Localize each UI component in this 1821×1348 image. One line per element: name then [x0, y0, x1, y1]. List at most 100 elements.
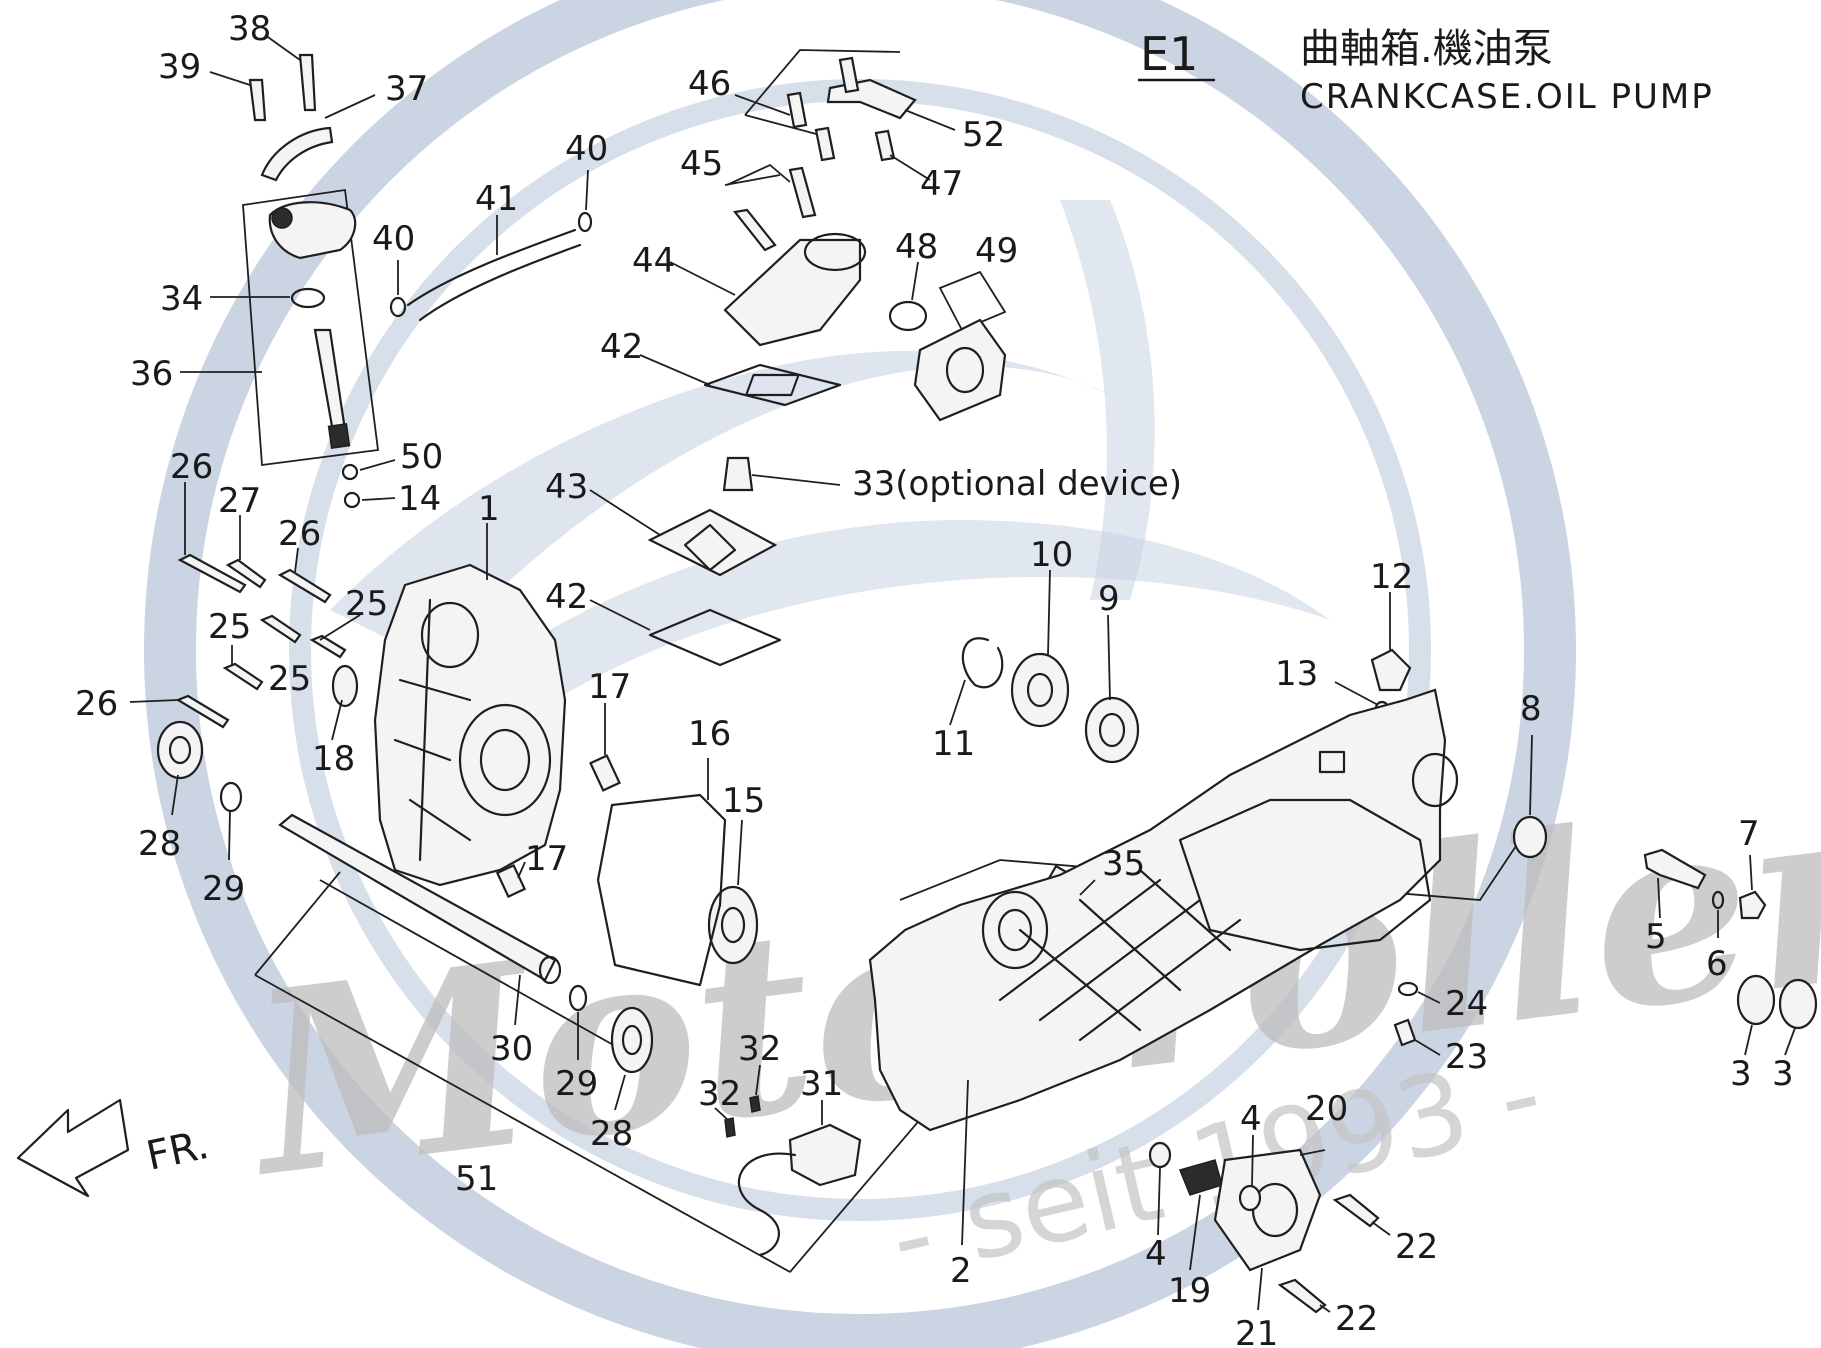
callout-14: 14 — [398, 479, 441, 519]
leader-38 — [264, 34, 301, 61]
part-33-optional-device — [722, 456, 754, 492]
leader-47 — [889, 154, 931, 181]
part-46-bolt-b — [786, 91, 808, 129]
leader-7 — [1749, 854, 1753, 891]
part-42-gasket-lower — [648, 608, 782, 667]
leader-39 — [209, 71, 251, 86]
part-37-clamp — [260, 126, 334, 182]
callout-3-a: 3 — [1730, 1054, 1752, 1094]
leader-24 — [1417, 991, 1441, 1004]
callout-43: 43 — [545, 467, 588, 507]
leader-33 — [751, 474, 841, 486]
callout-21: 21 — [1235, 1314, 1278, 1348]
callout-labels: 38 39 37 46 52 47 45 40 41 40 34 36 44 4… — [75, 9, 1794, 1348]
callout-26-top-b: 26 — [278, 514, 321, 554]
part-43-reed-petals — [683, 523, 737, 572]
part-6-washer — [1711, 890, 1725, 910]
callout-10: 10 — [1030, 535, 1073, 575]
callout-22-upper: 22 — [1395, 1227, 1438, 1267]
callout-24: 24 — [1445, 984, 1488, 1024]
part-31-starter-motor — [788, 1123, 862, 1187]
leader-43 — [589, 489, 661, 536]
leader-25-a — [319, 614, 361, 641]
oil-pump-assembly — [248, 53, 593, 509]
callout-20: 20 — [1305, 1089, 1348, 1129]
part-8-bush — [1512, 815, 1548, 859]
watermark-outer-ring — [144, 0, 1576, 1348]
callout-5: 5 — [1645, 917, 1667, 957]
part-32-screw-b — [724, 1117, 736, 1138]
part-50-washer — [341, 463, 359, 481]
callout-2: 2 — [950, 1251, 972, 1291]
callout-40-right: 40 — [565, 129, 608, 169]
callout-50: 50 — [400, 437, 443, 477]
part-38-bolt — [298, 53, 317, 112]
part-1-main-bore — [458, 703, 552, 817]
part-25-bolt-b — [309, 634, 347, 659]
leader-8 — [1529, 734, 1533, 816]
callout-29-left: 29 — [202, 869, 245, 909]
part-28-oil-seal-right — [610, 1006, 654, 1074]
leader-32-left — [714, 1107, 729, 1121]
callout-25-c: 25 — [268, 659, 311, 699]
leader-26-left — [129, 699, 179, 703]
part-24-washer — [1397, 981, 1419, 997]
part-2-gasket-outline — [1178, 798, 1432, 952]
part-49-insulator — [913, 318, 1007, 422]
leader-18 — [331, 699, 343, 741]
bearings-and-seals — [156, 300, 1818, 1074]
part-44-intake-manifold — [723, 238, 862, 347]
callout-37: 37 — [385, 69, 428, 109]
leader-37 — [324, 94, 376, 119]
callout-49: 49 — [975, 231, 1018, 271]
leader-13 — [1334, 681, 1379, 706]
leader-11 — [949, 679, 966, 726]
leader-45 — [724, 174, 781, 186]
part-10-bearing-inner — [1026, 672, 1054, 708]
leader-44 — [669, 261, 736, 296]
callout-7: 7 — [1738, 814, 1760, 854]
part-20-cover — [1213, 1148, 1322, 1272]
callout-31: 31 — [800, 1064, 843, 1104]
part-29-oring-left — [219, 781, 243, 813]
leader-40-right — [585, 169, 589, 211]
callout-25-b: 25 — [208, 607, 251, 647]
part-29-oring-right — [568, 984, 588, 1012]
callout-22-lower: 22 — [1335, 1299, 1378, 1339]
callout-17-upper: 17 — [588, 667, 631, 707]
callout-28-left: 28 — [138, 824, 181, 864]
part-45-bolt-a — [788, 166, 817, 219]
part-26-bolt-left — [175, 694, 230, 729]
kickstart-area — [1148, 1141, 1380, 1314]
bracket-49 — [938, 270, 1007, 332]
leader-10 — [1047, 569, 1051, 656]
callout-3-b: 3 — [1772, 1054, 1794, 1094]
callout-42-upper: 42 — [600, 327, 643, 367]
bracket-45 — [726, 163, 791, 186]
callout-42-lower: 42 — [545, 577, 588, 617]
title-chinese: 曲軸箱.機油泵 — [1300, 26, 1553, 72]
callout-47: 47 — [920, 164, 963, 204]
part-26-bolt-top-b — [277, 568, 332, 604]
callout-23: 23 — [1445, 1037, 1488, 1077]
leader-3-b — [1784, 1027, 1796, 1056]
part-27-bolt — [225, 558, 267, 589]
leader-30 — [514, 974, 521, 1026]
callout-4-right: 4 — [1240, 1099, 1262, 1139]
leader-52 — [904, 109, 956, 131]
callout-45: 45 — [680, 144, 723, 184]
part-30-tube-end — [538, 955, 562, 985]
leader-2 — [961, 1079, 969, 1246]
front-direction-arrow: FR. — [16, 1098, 213, 1198]
oil-pump-worm-gear — [327, 423, 351, 449]
part-18-oil-seal — [331, 664, 359, 708]
leader-29-left — [228, 809, 231, 861]
callout-4-left: 4 — [1145, 1234, 1167, 1274]
callout-30: 30 — [490, 1029, 533, 1069]
part-48-oring — [888, 300, 928, 332]
callout-28-right: 28 — [590, 1114, 633, 1154]
leader-15 — [737, 819, 743, 886]
part-4-bush-a — [1148, 1141, 1172, 1169]
callout-38: 38 — [228, 9, 271, 49]
